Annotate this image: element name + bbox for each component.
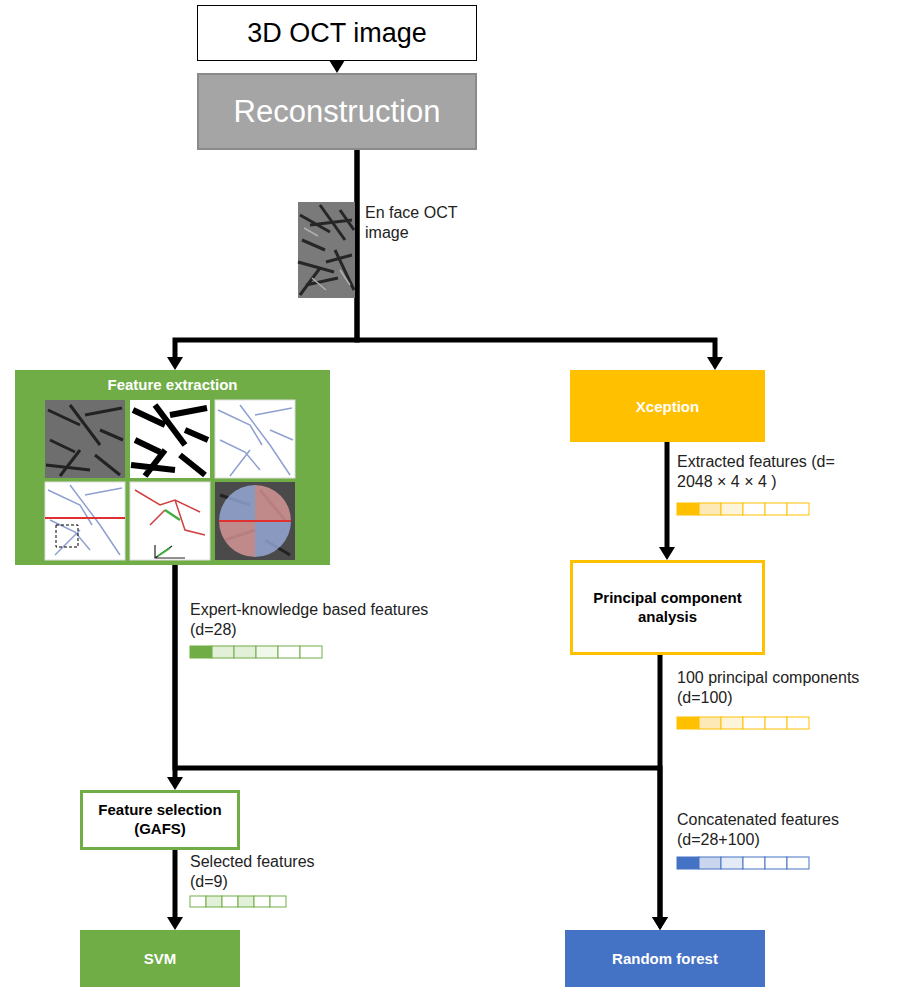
process-box: Feature selection (GAFS) (80, 790, 240, 850)
flow-arrow (357, 150, 723, 370)
node-title: 3D OCT image (247, 18, 427, 49)
node-title: Random forest (612, 950, 718, 967)
arrowhead (659, 547, 675, 560)
arrowhead (707, 357, 723, 370)
feature-label: 100 principal components (d=100) (677, 668, 905, 707)
feature-vector-bar (677, 717, 809, 729)
flow-line (175, 150, 357, 358)
feature-vector-bar (677, 857, 809, 869)
flow-line (665, 442, 670, 548)
feature-vector-bar (677, 503, 809, 515)
flow-arrow (167, 850, 183, 930)
feature-extraction-illustration (15, 370, 330, 565)
node-title: SVM (144, 950, 177, 967)
arrowhead (652, 917, 668, 930)
flow-line (173, 850, 178, 918)
feature-label: Concatenated features (d=28+100) (677, 810, 877, 849)
en-face-thumbnail (298, 202, 355, 298)
flow-arrow (659, 442, 675, 560)
arrowhead (329, 60, 345, 73)
node-title: Feature selection (GAFS) (90, 801, 230, 839)
arrowhead (652, 917, 668, 930)
process-box: Xception (570, 370, 765, 442)
input-box: 3D OCT image (197, 5, 477, 61)
flow-arrow (652, 655, 668, 930)
node-title: Xception (636, 398, 699, 415)
process-panel: Feature extraction (15, 370, 330, 565)
feature-label: En face OCT image (365, 203, 475, 242)
process-box: Principal component analysis (570, 560, 765, 655)
flow-arrow (167, 150, 357, 370)
feature-label: Expert-knowledge based features (d=28) (190, 600, 458, 639)
classifier-box: SVM (80, 930, 240, 987)
feature-label: Selected features (d=9) (190, 852, 340, 891)
flow-line (357, 150, 715, 358)
arrowhead (167, 917, 183, 930)
flow-line (658, 655, 663, 918)
arrowhead (167, 777, 183, 790)
feature-vector-bar (190, 896, 286, 907)
node-title: Feature extraction (107, 376, 237, 393)
node-title: Principal component analysis (593, 589, 743, 627)
arrowhead (167, 357, 183, 370)
feature-label: Extracted features (d= 2048 × 4 × 4 ) (677, 452, 867, 491)
classifier-box: Random forest (565, 930, 765, 987)
node-title: Reconstruction (234, 94, 441, 130)
feature-vector-bar (190, 646, 322, 658)
process-box: Reconstruction (197, 73, 477, 150)
flow-arrow (329, 60, 345, 73)
